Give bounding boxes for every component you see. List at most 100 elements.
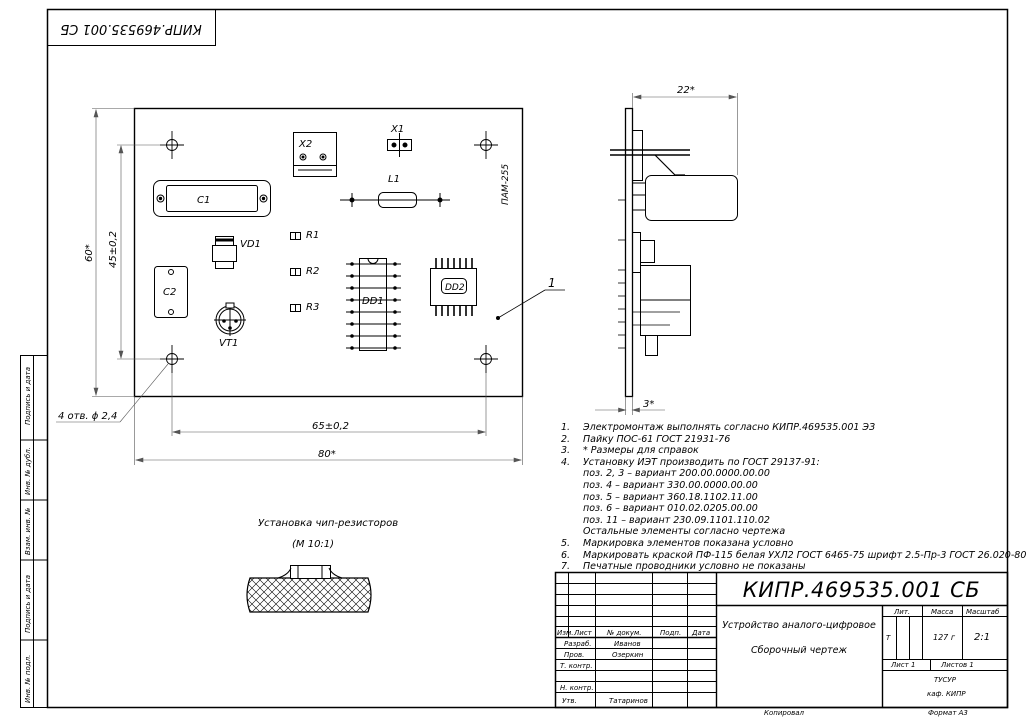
massa-label: Масса	[931, 608, 954, 616]
note-text: * Размеры для справок	[583, 445, 699, 457]
detail-scale: (М 10:1)	[292, 539, 334, 550]
diode-vd1	[212, 236, 237, 269]
mounting-holes	[160, 131, 498, 373]
dim-holes: 4 отв. ϕ 2,4	[58, 411, 117, 422]
note-number: 6.	[561, 549, 571, 561]
note-text: поз. 2, 3 – вариант 200.00.0000.00.00	[583, 468, 770, 480]
note-number: 5.	[561, 537, 571, 549]
note-text: поз. 4 – вариант 330.00.0000.00.00	[583, 479, 758, 491]
sheet-frame	[46, 8, 1009, 709]
notes-list: 1.Электромонтаж выполнять согласно КИПР.…	[561, 422, 1026, 573]
note-text: Пайку ПОС-61 ГОСТ 21931-76	[583, 433, 731, 445]
capacitor-c1	[153, 180, 271, 217]
note-text: поз. 11 – вариант 230.09.1101.110.02	[583, 514, 770, 526]
transistor-vt1	[214, 302, 246, 336]
dimensions	[56, 108, 523, 465]
inductor-l1	[340, 192, 450, 208]
sheet-number: Лист 1	[891, 661, 916, 669]
chip-resistors	[290, 232, 301, 312]
lit-label: Лит.	[894, 608, 911, 616]
dim-side-thickness: 3*	[643, 399, 654, 410]
note-item: 5. Маркировка элементов показана условно	[561, 538, 1026, 550]
dim-width-total: 80*	[318, 449, 336, 460]
top-stamp-text: КИПР.469535.001 СБ	[60, 21, 201, 36]
note-item: поз. 11 – вариант 230.09.1101.110.02	[561, 515, 1026, 527]
dim-width-holes: 65±0,2	[312, 421, 349, 432]
chip-resistor-detail: Установка чип-резисторов (М 10:1)	[246, 518, 398, 613]
title-block-frame	[554, 571, 1009, 709]
note-item: 4. Установку ИЭТ производить по ГОСТ 2913…	[561, 457, 1026, 469]
note-text: Маркировка элементов показана условно	[583, 537, 794, 549]
detail-title: Установка чип-резисторов	[258, 518, 398, 529]
utv-name: Татаринов	[609, 697, 648, 705]
nkontr-label: Н. контр.	[560, 684, 594, 692]
strip-sign-date-2: Подпись и дата	[24, 575, 32, 633]
title-name-line1: Устройство аналого-цифровое	[722, 620, 876, 631]
note-number: 3.	[561, 445, 571, 457]
note-item: 3. * Размеры для справок	[561, 445, 1026, 457]
board-front-view: C1 C2 X1 X2 L1 VD1 VT1 R1 R2 R3 DD1 DD2 …	[133, 107, 565, 398]
note-item: поз. 2, 3 – вариант 200.00.0000.00.00	[561, 468, 1026, 480]
note-text: Печатные проводники условно не показаны	[583, 561, 806, 573]
note-item: поз. 6 – вариант 010.02.0205.00.00	[561, 503, 1026, 515]
note-item: 6. Маркировать краской ПФ-115 белая УХЛ2 …	[561, 550, 1026, 562]
technical-notes: 1.Электромонтаж выполнять согласно КИПР.…	[561, 422, 1026, 573]
note-text: поз. 5 – вариант 360.18.1102.11.00	[583, 491, 758, 503]
capacitor-c2	[154, 266, 188, 318]
label-r2: R2	[306, 266, 319, 277]
label-vt1: VT1	[219, 338, 238, 349]
prov-label: Пров.	[564, 651, 585, 659]
note-number: 2.	[561, 433, 571, 445]
massa-value: 127 г	[933, 633, 956, 642]
board-label: ПАМ-255	[501, 164, 511, 205]
connector-x2	[293, 132, 337, 177]
label-vd1: VD1	[240, 239, 261, 250]
label-r3: R3	[306, 302, 319, 313]
title-name-line2: Сборочный чертеж	[750, 645, 848, 656]
ic-dd2	[430, 258, 477, 316]
mount-hole	[474, 345, 498, 373]
sheets-total: Листов 1	[941, 661, 974, 669]
note-item: 2. Пайку ПОС-61 ГОСТ 21931-76	[561, 434, 1026, 446]
note-text: Остальные элементы согласно чертежа	[583, 526, 786, 538]
tkontr-label: Т. контр.	[560, 662, 593, 670]
note-item: поз. 5 – вариант 360.18.1102.11.00	[561, 492, 1026, 504]
org-line2: каф. КИПР	[927, 690, 966, 698]
note-number: 1.	[561, 422, 571, 433]
note-item: 7. Печатные проводники условно не показан…	[561, 561, 1026, 573]
board-side-view: 22* 3*	[595, 85, 738, 415]
note-number: 4.	[561, 456, 571, 468]
connector-x1	[387, 133, 412, 157]
leader-1-label: 1	[548, 276, 556, 290]
col-list: Лист	[574, 629, 592, 637]
note-text: Маркировать краской ПФ-115 белая УХЛ2 ГО…	[583, 549, 1026, 561]
masshtab-value: 2:1	[974, 632, 991, 643]
label-dd2: DD2	[445, 283, 465, 293]
razrab-name: Иванов	[614, 640, 641, 648]
dim-side-width: 22*	[677, 85, 695, 96]
dim-height-holes: 45±0,2	[108, 231, 119, 268]
copied-label: Копировал	[764, 709, 804, 717]
col-izm: Изм.	[557, 629, 574, 637]
note-number: 7.	[561, 561, 571, 573]
utv-label: Утв.	[562, 697, 577, 705]
col-doc: № докум.	[607, 629, 642, 637]
strip-vzam-inv: Взам. инв. №	[24, 507, 32, 555]
note-text: Установку ИЭТ производить по ГОСТ 29137-…	[583, 456, 820, 468]
masshtab-label: Масштаб	[966, 608, 1000, 616]
strip-inv-dubl: Инв. № дубл.	[24, 447, 32, 495]
label-c2: C2	[163, 287, 176, 298]
note-item: 1.Электромонтаж выполнять согласно КИПР.…	[561, 422, 1026, 434]
lit-value: Т	[886, 634, 891, 642]
top-stamp-frame	[47, 9, 216, 46]
razrab-label: Разраб.	[564, 640, 592, 648]
note-item: поз. 4 – вариант 330.00.0000.00.00	[561, 480, 1026, 492]
note-item: Остальные элементы согласно чертежа	[561, 526, 1026, 538]
note-text: поз. 6 – вариант 010.02.0205.00.00	[583, 503, 758, 515]
label-dd1: DD1	[362, 296, 384, 307]
strip-sign-date-1: Подпись и дата	[24, 367, 32, 425]
left-strip: Подпись и дата Инв. № дубл. Взам. инв. №…	[20, 355, 48, 708]
label-l1: L1	[388, 174, 400, 185]
